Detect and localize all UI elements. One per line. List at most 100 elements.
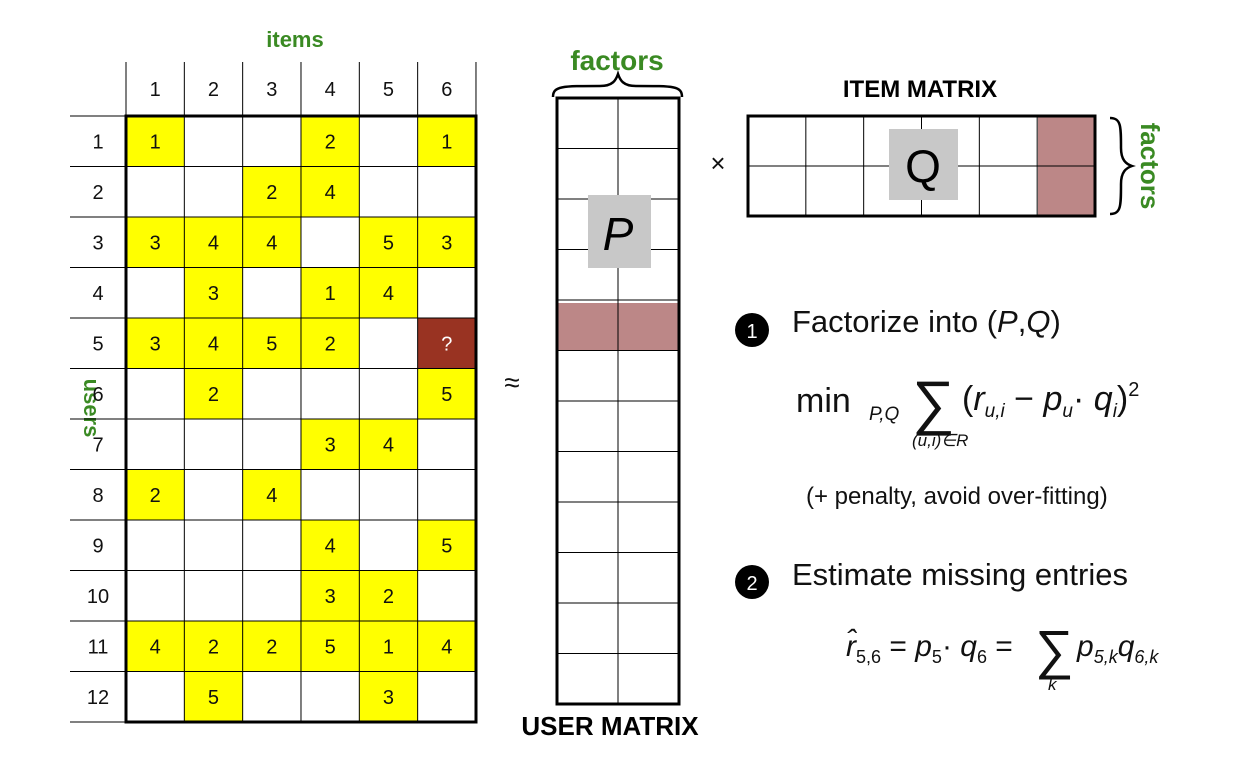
user-matrix: factors P USER MATRIX bbox=[521, 45, 699, 741]
rating-value: 4 bbox=[325, 182, 336, 204]
rating-cell bbox=[359, 570, 418, 621]
rating-cell bbox=[300, 318, 360, 369]
rating-cell bbox=[359, 267, 418, 318]
rating-value: 2 bbox=[266, 636, 277, 658]
user-header: 2 bbox=[92, 182, 103, 204]
item-factors-label: factors bbox=[1135, 123, 1165, 210]
formula-sum-index: (u,i)∈R bbox=[912, 431, 968, 450]
user-header: 9 bbox=[92, 535, 103, 557]
rating-cell bbox=[417, 621, 476, 672]
formula-sum-sign: ∑ bbox=[912, 369, 955, 436]
user-matrix-border bbox=[555, 96, 681, 706]
step-1-number: 1 bbox=[746, 321, 757, 343]
rating-cell bbox=[359, 419, 418, 470]
step-1-title: Factorize into (P,Q) bbox=[792, 304, 1061, 339]
rating-cell bbox=[359, 671, 418, 722]
rating-value: 5 bbox=[441, 535, 452, 557]
user-header: 3 bbox=[92, 232, 103, 254]
user-symbol: P bbox=[603, 208, 634, 260]
rating-value: 1 bbox=[150, 131, 161, 153]
rating-cell bbox=[300, 267, 360, 318]
estimate-formula-right: p5,kq6,k bbox=[1076, 630, 1159, 667]
rating-cell bbox=[417, 116, 476, 167]
rating-value: 2 bbox=[208, 636, 219, 658]
rating-value: 3 bbox=[325, 434, 336, 456]
rating-value: 3 bbox=[383, 687, 394, 709]
rating-value: 5 bbox=[325, 636, 336, 658]
rating-cell bbox=[126, 318, 185, 369]
rating-matrix-border bbox=[124, 114, 478, 724]
rating-cell bbox=[300, 116, 360, 167]
step-2-formula: r̂5,6 = p5· q6 = ∑ k p5,kq6,k bbox=[846, 620, 1159, 694]
rating-cell bbox=[300, 570, 360, 621]
user-header: 6 bbox=[92, 384, 103, 406]
rating-value: 3 bbox=[150, 232, 161, 254]
rating-value: 4 bbox=[208, 232, 219, 254]
rating-value: 4 bbox=[325, 535, 336, 557]
step-1-note: (+ penalty, avoid over-fitting) bbox=[806, 483, 1108, 510]
item-header: 4 bbox=[325, 79, 336, 101]
rating-cell bbox=[417, 368, 476, 419]
estimate-sum-index: k bbox=[1048, 675, 1058, 694]
rating-value: 4 bbox=[150, 636, 161, 658]
rating-value: 2 bbox=[325, 131, 336, 153]
rating-value: 4 bbox=[208, 333, 219, 355]
item-symbol: Q bbox=[905, 140, 941, 192]
rating-value: 5 bbox=[266, 333, 277, 355]
item-matrix-border bbox=[746, 114, 1097, 218]
step-2-title: Estimate missing entries bbox=[792, 557, 1128, 592]
rating-cell bbox=[242, 469, 301, 520]
step-1-formula: min P,Q ∑ (u,i)∈R (ru,i − pu· qi)2 bbox=[796, 369, 1139, 450]
user-matrix-grid bbox=[557, 98, 679, 704]
item-header: 6 bbox=[441, 79, 452, 101]
rating-value: 2 bbox=[383, 586, 394, 608]
user-factors-brace bbox=[551, 70, 684, 98]
rating-value: 5 bbox=[441, 384, 452, 406]
rating-cell bbox=[359, 217, 418, 268]
rating-value: 3 bbox=[325, 586, 336, 608]
rating-cell bbox=[184, 621, 243, 672]
rating-cell bbox=[242, 166, 301, 217]
rating-cell bbox=[126, 469, 185, 520]
rating-value: 4 bbox=[441, 636, 452, 658]
times-sign: × bbox=[710, 148, 725, 178]
rating-value: 4 bbox=[266, 232, 277, 254]
rating-value: 3 bbox=[208, 283, 219, 305]
item-factors-brace bbox=[1109, 116, 1136, 216]
rating-cell bbox=[417, 217, 476, 268]
step-1-badge bbox=[735, 313, 769, 347]
rating-cell bbox=[300, 166, 360, 217]
rating-cell bbox=[242, 318, 301, 369]
estimate-sum-sign: ∑ bbox=[1035, 620, 1074, 680]
items-axis-label: items bbox=[266, 27, 323, 52]
rating-value: 2 bbox=[325, 333, 336, 355]
rating-cell bbox=[126, 217, 185, 268]
rating-value: 5 bbox=[208, 687, 219, 709]
target-cell bbox=[417, 318, 476, 369]
formula-min: min bbox=[796, 382, 851, 420]
rating-value: 4 bbox=[383, 434, 394, 456]
target-cell-value: ? bbox=[441, 333, 452, 355]
user-header: 12 bbox=[87, 687, 109, 709]
user-factors-label: factors bbox=[570, 45, 663, 76]
rating-cell bbox=[242, 621, 301, 672]
item-header: 1 bbox=[150, 79, 161, 101]
rating-cell bbox=[126, 621, 185, 672]
rating-cell bbox=[184, 368, 243, 419]
rating-cell bbox=[184, 217, 243, 268]
rating-value: 2 bbox=[150, 485, 161, 507]
item-matrix: ITEM MATRIX Q factors bbox=[746, 76, 1165, 218]
rating-value: 5 bbox=[383, 232, 394, 254]
formula-min-sub: P,Q bbox=[869, 404, 900, 425]
step-2-number: 2 bbox=[746, 573, 757, 595]
rating-value: 1 bbox=[383, 636, 394, 658]
step-2-badge bbox=[735, 565, 769, 599]
rating-value: 3 bbox=[150, 333, 161, 355]
rating-cell bbox=[184, 267, 243, 318]
item-header: 3 bbox=[266, 79, 277, 101]
user-header: 8 bbox=[92, 485, 103, 507]
